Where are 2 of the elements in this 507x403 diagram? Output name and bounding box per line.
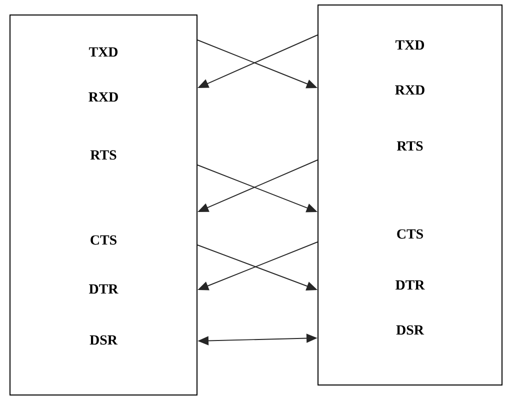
device-box: TXD RXD RTS CTS DTR DSR [318, 4, 502, 386]
device-box: TXD RXD RTS CTS DTR DSR [10, 14, 198, 396]
